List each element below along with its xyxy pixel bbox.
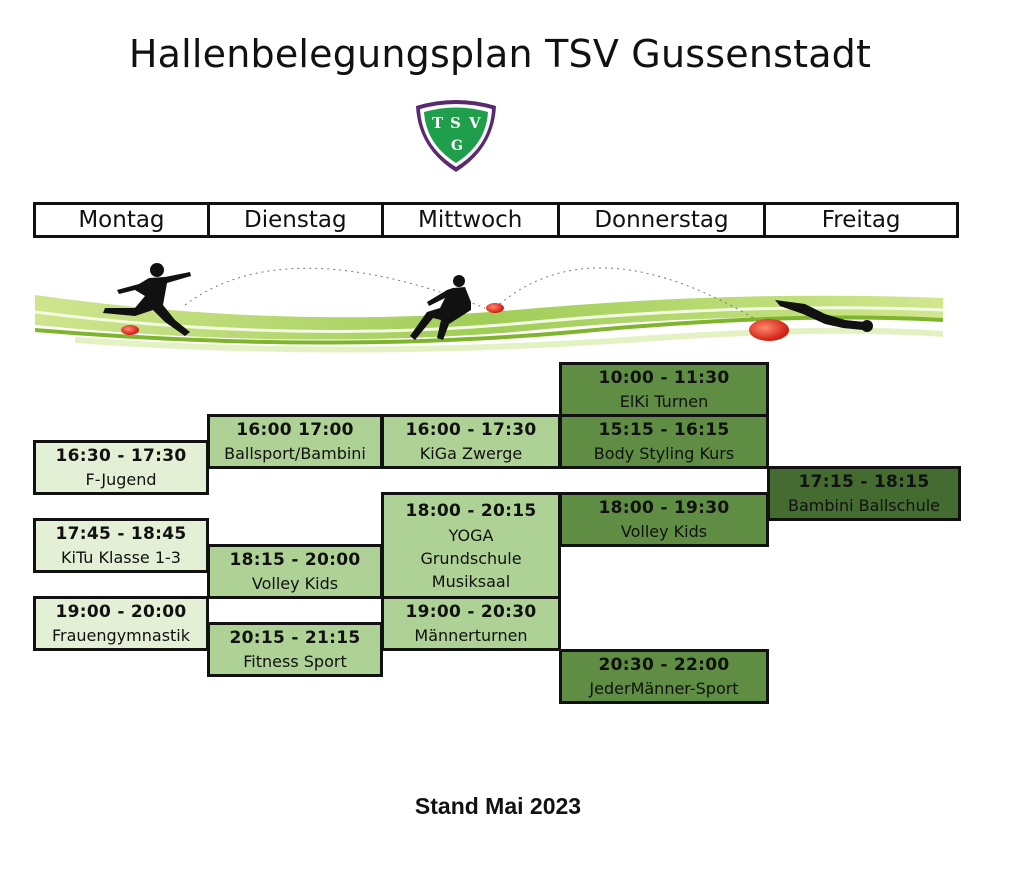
slot-mittwoch-maennerturnen: 19:00 - 20:30 Männerturnen bbox=[381, 596, 561, 651]
day-montag: Montag bbox=[36, 205, 210, 235]
slot-time: 18:00 - 19:30 bbox=[598, 497, 730, 518]
svg-text:T: T bbox=[432, 114, 444, 132]
slot-name: F-Jugend bbox=[85, 470, 157, 490]
svg-text:S: S bbox=[450, 114, 461, 132]
slot-name: Bambini Ballschule bbox=[787, 496, 940, 516]
slot-time: 16:00 - 17:30 bbox=[405, 419, 537, 440]
slot-mittwoch-yoga: 18:00 - 20:15 YOGA Grundschule Musiksaal bbox=[381, 492, 561, 600]
slot-name: KiGa Zwerge bbox=[419, 444, 523, 464]
club-logo: T S V G bbox=[416, 100, 496, 172]
slot-time: 18:00 - 20:15 bbox=[405, 500, 537, 521]
day-mittwoch: Mittwoch bbox=[384, 205, 560, 235]
sports-banner-image bbox=[35, 263, 943, 353]
slot-time: 20:15 - 21:15 bbox=[229, 627, 361, 648]
slot-name: ElKi Turnen bbox=[619, 392, 709, 412]
slot-dienstag-ballsport: 16:00 17:00 Ballsport/Bambini bbox=[207, 414, 383, 469]
slot-donnerstag-body-styling: 15:15 - 16:15 Body Styling Kurs bbox=[559, 414, 769, 469]
status-footer: Stand Mai 2023 bbox=[414, 793, 582, 819]
slot-freitag-bambini-ballschule: 17:15 - 18:15 Bambini Ballschule bbox=[767, 466, 961, 521]
slot-time: 18:15 - 20:00 bbox=[229, 549, 361, 570]
slot-name: Grundschule bbox=[420, 548, 522, 568]
slot-name: Fitness Sport bbox=[243, 652, 347, 672]
slot-name: Body Styling Kurs bbox=[593, 444, 735, 464]
slot-time: 15:15 - 16:15 bbox=[598, 419, 730, 440]
slot-donnerstag-elki-turnen: 10:00 - 11:30 ElKi Turnen bbox=[559, 362, 769, 417]
slot-time: 19:00 - 20:00 bbox=[55, 601, 187, 622]
svg-text:V: V bbox=[468, 114, 481, 132]
slot-name: Frauengymnastik bbox=[51, 626, 191, 646]
slot-dienstag-fitness-sport: 20:15 - 21:15 Fitness Sport bbox=[207, 622, 383, 677]
slot-donnerstag-jedermaenner-sport: 20:30 - 22:00 JederMänner-Sport bbox=[559, 649, 769, 704]
slot-name: Volley Kids bbox=[620, 522, 708, 542]
slot-name: KiTu Klasse 1-3 bbox=[61, 548, 181, 568]
slot-name: Musiksaal bbox=[431, 571, 511, 591]
slot-name: Ballsport/Bambini bbox=[224, 444, 366, 464]
slot-montag-kitu: 17:45 - 18:45 KiTu Klasse 1-3 bbox=[33, 518, 209, 573]
day-dienstag: Dienstag bbox=[210, 205, 384, 235]
weekday-header: Montag Dienstag Mittwoch Donnerstag Frei… bbox=[33, 202, 959, 238]
slot-montag-frauengymnastik: 19:00 - 20:00 Frauengymnastik bbox=[33, 596, 209, 651]
slot-time: 16:30 - 17:30 bbox=[55, 445, 187, 466]
slot-dienstag-volley-kids: 18:15 - 20:00 Volley Kids bbox=[207, 544, 383, 599]
slot-name: Volley Kids bbox=[251, 574, 339, 594]
slot-donnerstag-volley-kids: 18:00 - 19:30 Volley Kids bbox=[559, 492, 769, 547]
slot-time: 17:45 - 18:45 bbox=[55, 523, 187, 544]
page-title: Hallenbelegungsplan TSV Gussenstadt bbox=[128, 32, 872, 76]
slot-time: 20:30 - 22:00 bbox=[598, 654, 730, 675]
day-freitag: Freitag bbox=[821, 207, 901, 233]
svg-text:G: G bbox=[451, 138, 463, 154]
slot-time: 17:15 - 18:15 bbox=[798, 471, 930, 492]
slot-mittwoch-kiga-zwerge: 16:00 - 17:30 KiGa Zwerge bbox=[381, 414, 561, 469]
slot-name: YOGA bbox=[448, 525, 494, 545]
slot-time: 16:00 17:00 bbox=[236, 419, 354, 440]
slot-montag-f-jugend: 16:30 - 17:30 F-Jugend bbox=[33, 440, 209, 495]
slot-name: JederMänner-Sport bbox=[589, 679, 739, 699]
slot-name: Männerturnen bbox=[414, 626, 528, 646]
day-donnerstag: Donnerstag bbox=[560, 205, 767, 235]
slot-time: 19:00 - 20:30 bbox=[405, 601, 537, 622]
slot-time: 10:00 - 11:30 bbox=[598, 367, 730, 388]
